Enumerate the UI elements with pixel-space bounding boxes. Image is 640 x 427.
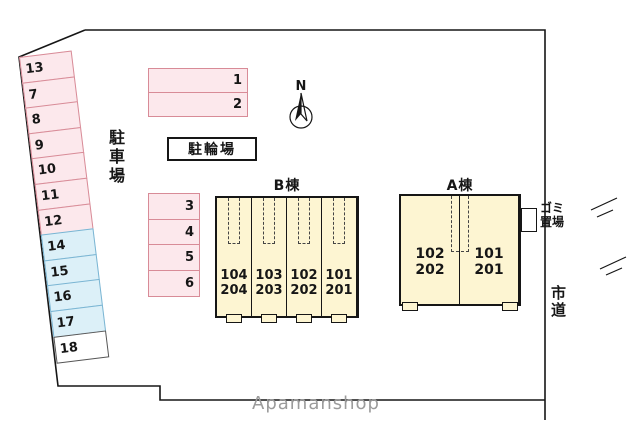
top-parking-spaces: 1 2 <box>148 68 248 117</box>
parking-space-number: 10 <box>37 161 57 179</box>
unit-number-floor1: 102 <box>290 268 318 283</box>
parking-lot-label: 駐車場 <box>106 129 125 186</box>
entrance-step <box>502 302 518 311</box>
unit-number-floor1: 101 <box>325 268 353 283</box>
unit-number-floor1: 103 <box>255 268 283 283</box>
apamanshop-watermark: Apamanshop <box>252 393 380 414</box>
parking-space-number: 16 <box>52 288 73 307</box>
parking-space-number: 2 <box>232 96 242 112</box>
unit-number-floor2: 203 <box>255 283 283 298</box>
parking-space-number: 1 <box>232 73 242 88</box>
building-b-unit-101: 101 201 <box>322 198 357 316</box>
unit-numbers: 104 204 <box>217 268 251 298</box>
bicycle-parking-label: 駐輪場 <box>188 142 236 158</box>
parking-space-number: 13 <box>24 60 45 78</box>
parking-space-5: 5 <box>148 244 200 272</box>
unit-number-floor2: 202 <box>415 262 445 278</box>
entry-dashed-outline <box>228 198 240 244</box>
parking-space-number: 11 <box>40 187 61 205</box>
parking-space-1: 1 <box>148 68 248 93</box>
unit-numbers: 101 201 <box>460 246 518 278</box>
parking-space-number: 17 <box>55 314 76 332</box>
building-b: 104 204 103 203 102 202 101 201 <box>215 196 359 323</box>
unit-number-floor2: 201 <box>474 262 504 278</box>
building-a: 102 202 101 201 <box>399 194 521 311</box>
parking-space-number: 8 <box>30 112 42 129</box>
building-a-label: A棟 <box>446 178 474 194</box>
road-edge-tick-lower <box>599 256 627 276</box>
parking-space-number: 4 <box>184 224 194 240</box>
entrance-step <box>331 314 347 323</box>
compass-needle-dark-half <box>295 93 301 121</box>
parking-space-number: 6 <box>184 275 194 291</box>
parking-space-4: 4 <box>148 218 200 246</box>
unit-number-floor1: 102 <box>415 246 445 262</box>
plot-boundary-line <box>18 29 546 420</box>
garbage-label-line1: ゴミ <box>540 201 565 215</box>
entrance-step <box>226 314 242 323</box>
parking-space-number: 3 <box>184 199 194 214</box>
building-b-unit-102: 102 202 <box>287 198 322 316</box>
entry-dashed-outline <box>263 198 275 244</box>
unit-number-floor1: 104 <box>220 268 248 283</box>
road-edge-tick-upper <box>590 197 618 218</box>
unit-numbers: 102 202 <box>401 246 459 278</box>
entry-dashed-outline <box>298 198 310 244</box>
building-a-unit-101: 101 201 <box>460 196 519 304</box>
parking-space-number: 9 <box>34 137 45 154</box>
unit-numbers: 103 203 <box>252 268 286 298</box>
unit-number-floor2: 201 <box>325 283 353 298</box>
unit-number-floor2: 204 <box>220 283 248 298</box>
parking-space-3: 3 <box>148 193 200 220</box>
entrance-step <box>261 314 277 323</box>
middle-parking-spaces: 3 4 5 6 <box>148 193 200 297</box>
building-b-label: B棟 <box>273 178 301 194</box>
unit-number-floor2: 202 <box>290 283 318 298</box>
entry-dashed-outline <box>451 196 469 252</box>
garbage-enclosure-box <box>521 208 537 232</box>
bicycle-parking-box: 駐輪場 <box>167 137 257 161</box>
building-a-unit-102: 102 202 <box>401 196 460 304</box>
entrance-step <box>296 314 312 323</box>
north-compass-icon <box>289 92 313 129</box>
unit-number-floor1: 101 <box>474 246 504 262</box>
parking-space-6: 6 <box>148 269 200 297</box>
parking-space-number: 18 <box>59 339 79 357</box>
unit-numbers: 101 201 <box>322 268 356 298</box>
parking-space-number: 15 <box>49 263 70 281</box>
parking-space-number: 12 <box>43 212 64 230</box>
parking-space-2: 2 <box>148 91 248 117</box>
building-b-unit-103: 103 203 <box>252 198 287 316</box>
north-label: N <box>295 79 307 94</box>
garbage-area-label: ゴミ 置場 <box>540 201 564 229</box>
parking-space-number: 5 <box>184 250 194 266</box>
entry-dashed-outline <box>333 198 345 244</box>
entrance-step <box>402 302 418 311</box>
compass-needle-light-half <box>300 92 308 122</box>
unit-numbers: 102 202 <box>287 268 321 298</box>
parking-space-number: 7 <box>27 86 39 103</box>
parking-space-number: 14 <box>46 238 67 256</box>
building-b-unit-104: 104 204 <box>217 198 252 316</box>
city-road-label: 市道 <box>549 285 567 319</box>
garbage-label-line2: 置場 <box>540 215 565 229</box>
